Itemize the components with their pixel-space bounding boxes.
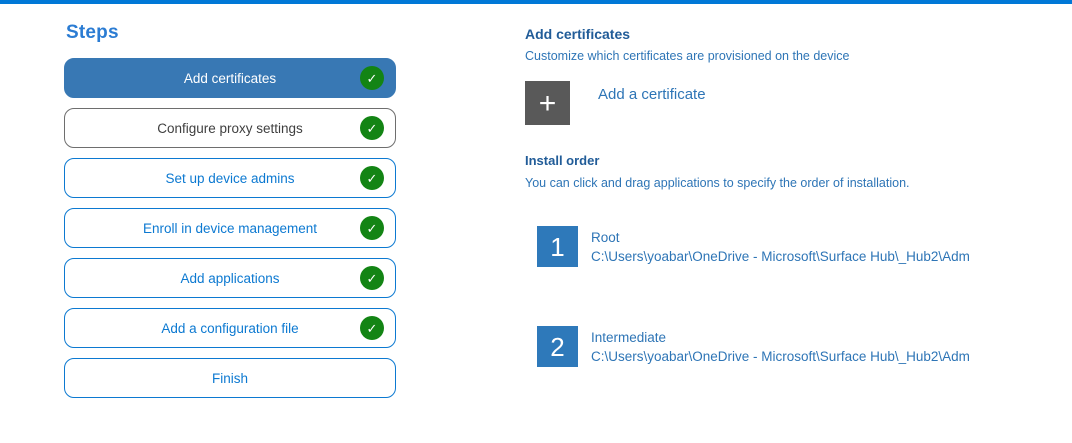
install-item-root[interactable]: 1 Root C:\Users\yoabar\OneDrive - Micros… <box>537 226 1045 267</box>
checkmark-icon: ✓ <box>360 166 384 190</box>
install-item-text: Root C:\Users\yoabar\OneDrive - Microsof… <box>591 228 970 266</box>
checkmark-icon: ✓ <box>360 216 384 240</box>
step-finish[interactable]: Finish ✓ <box>64 358 396 398</box>
certificate-name: Intermediate <box>591 329 667 345</box>
step-configure-proxy-settings[interactable]: Configure proxy settings ✓ <box>64 108 396 148</box>
step-label: Add certificates <box>183 70 277 86</box>
add-certificate-label: Add a certificate <box>598 86 706 103</box>
install-order-subtitle: You can click and drag applications to s… <box>525 176 910 190</box>
certificate-path: C:\Users\yoabar\OneDrive - Microsoft\Sur… <box>591 248 970 264</box>
step-label: Finish <box>211 370 248 386</box>
top-accent-bar <box>0 0 1072 4</box>
certificate-name: Root <box>591 229 620 245</box>
install-item-text: Intermediate C:\Users\yoabar\OneDrive - … <box>591 328 970 366</box>
checkmark-icon: ✓ <box>360 66 384 90</box>
checkmark-icon: ✓ <box>360 266 384 290</box>
step-add-a-configuration-file[interactable]: Add a configuration file ✓ <box>64 308 396 348</box>
checkmark-icon: ✓ <box>360 116 384 140</box>
step-add-applications[interactable]: Add applications ✓ <box>64 258 396 298</box>
install-item-intermediate[interactable]: 2 Intermediate C:\Users\yoabar\OneDrive … <box>537 326 1045 367</box>
add-certificates-panel: Add certificates Customize which certifi… <box>525 26 1045 367</box>
order-number-badge: 2 <box>537 326 578 367</box>
add-certificate-button[interactable]: + Add a certificate <box>525 81 1045 125</box>
step-set-up-device-admins[interactable]: Set up device admins ✓ <box>64 158 396 198</box>
step-label: Set up device admins <box>165 170 295 186</box>
order-number-badge: 1 <box>537 226 578 267</box>
panel-subtitle: Customize which certificates are provisi… <box>525 49 850 63</box>
plus-icon[interactable]: + <box>525 81 570 125</box>
step-enroll-in-device-management[interactable]: Enroll in device management ✓ <box>64 208 396 248</box>
step-label: Add a configuration file <box>161 320 299 336</box>
install-order-list: 1 Root C:\Users\yoabar\OneDrive - Micros… <box>537 226 1045 367</box>
step-label: Configure proxy settings <box>157 120 303 136</box>
panel-title: Add certificates <box>525 26 631 42</box>
certificate-path: C:\Users\yoabar\OneDrive - Microsoft\Sur… <box>591 348 970 364</box>
steps-list: Add certificates ✓ Configure proxy setti… <box>64 58 396 398</box>
step-label: Enroll in device management <box>142 220 318 236</box>
checkmark-icon: ✓ <box>360 316 384 340</box>
install-order-heading: Install order <box>525 153 600 168</box>
step-label: Add applications <box>180 270 280 286</box>
step-add-certificates[interactable]: Add certificates ✓ <box>64 58 396 98</box>
steps-sidebar: Steps Add certificates ✓ Configure proxy… <box>64 22 396 398</box>
steps-heading: Steps <box>66 22 119 43</box>
install-order-section: Install order You can click and drag app… <box>525 153 1045 367</box>
